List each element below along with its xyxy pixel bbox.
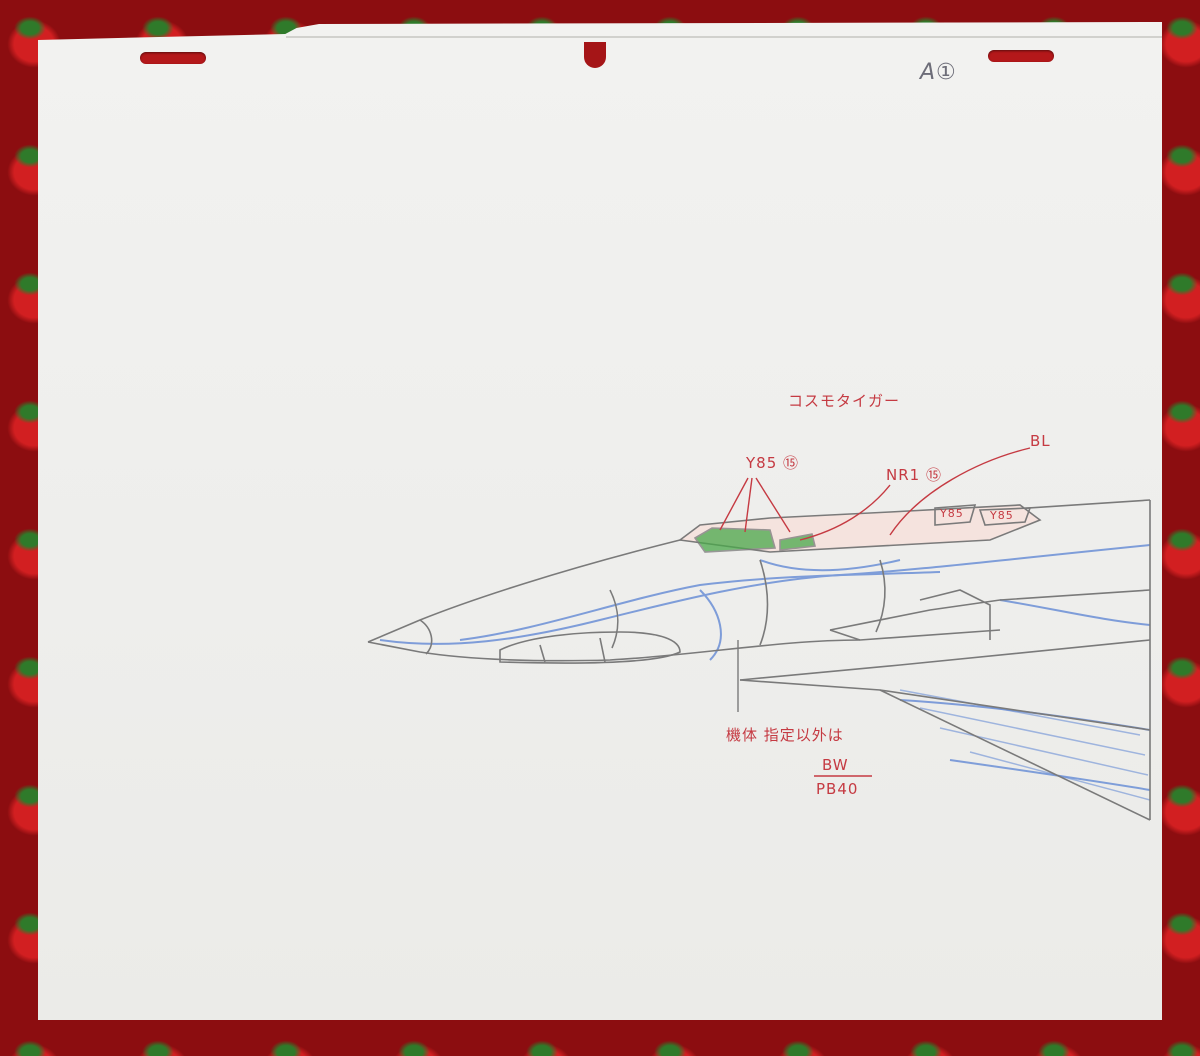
callout-canopy-tint: BL [1030, 432, 1051, 450]
fuselage-outline [367, 499, 1151, 821]
body-instruction: 機体 指定以外は [726, 726, 844, 744]
callout-leader-lines [719, 447, 1031, 541]
canopy [677, 504, 1042, 553]
blue-shading [379, 544, 1151, 791]
body-color-code: BW [822, 756, 849, 774]
callout-canopy-color-a: Y85 ⑮ [746, 454, 800, 472]
peg-hole-left [140, 52, 206, 64]
callout-panel-right: Y85 [990, 509, 1014, 522]
peg-hole-right [988, 50, 1054, 62]
paper-fold-line [286, 36, 1162, 38]
subject-label: コスモタイガー [788, 392, 901, 410]
body-color-sub: PB40 [816, 780, 859, 798]
callout-canopy-color-b: NR1 ⑮ [886, 466, 942, 484]
callout-panel-left: Y85 [940, 507, 964, 520]
peg-hole-center [584, 42, 606, 68]
cut-number: A① [920, 60, 957, 85]
